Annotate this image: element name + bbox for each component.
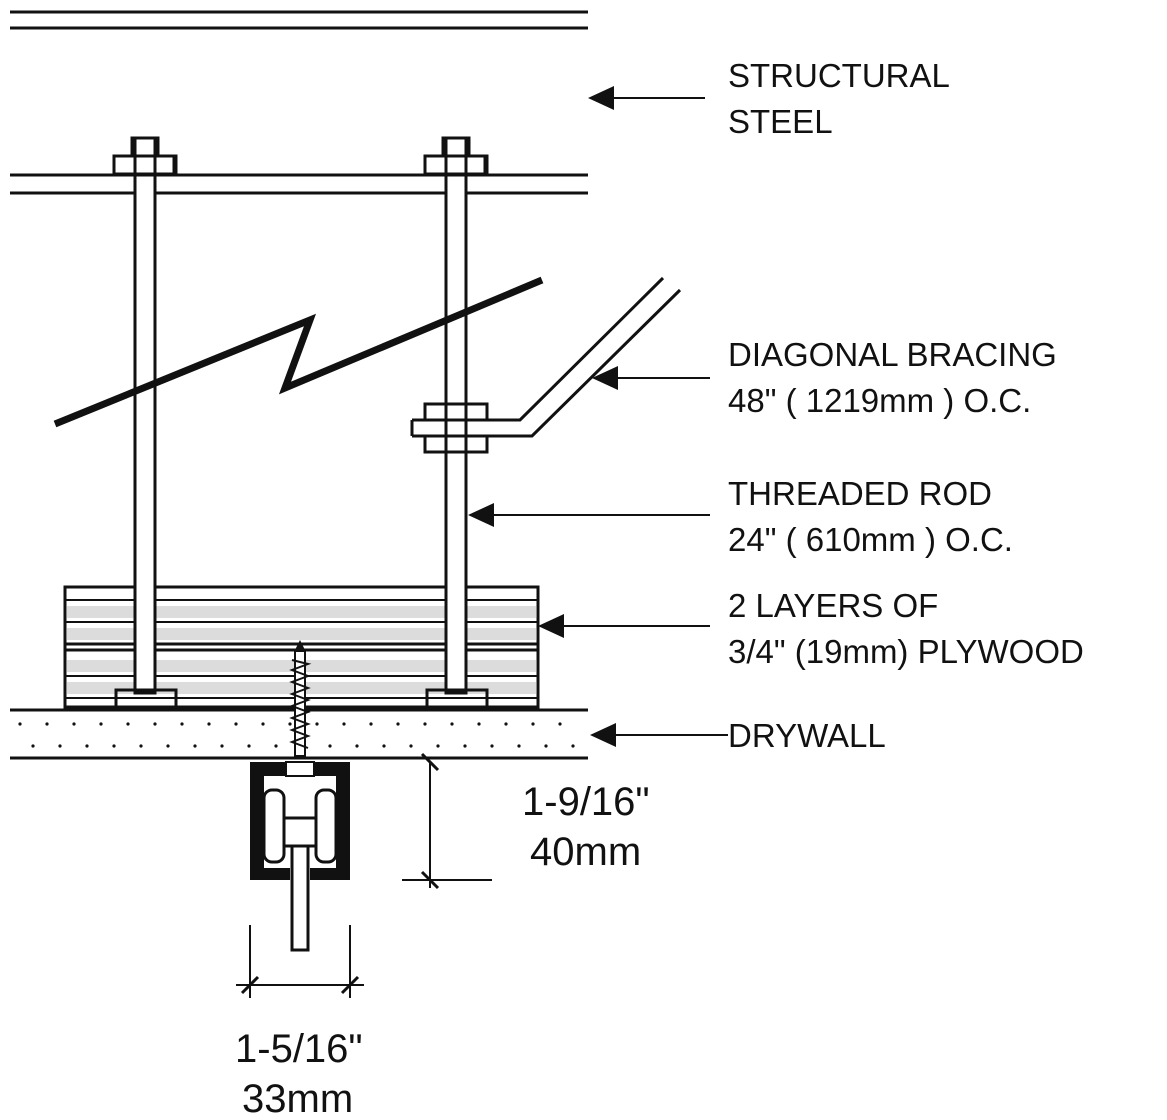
label-threaded-rod-2: 24" ( 610mm ) O.C. bbox=[728, 521, 1013, 558]
drywall-dot bbox=[463, 744, 467, 748]
drywall-dot bbox=[58, 744, 62, 748]
drywall-dot bbox=[180, 722, 184, 726]
drywall-dot bbox=[490, 744, 494, 748]
threaded-rod-right bbox=[444, 136, 468, 695]
drywall-dot bbox=[315, 722, 319, 726]
label-threaded-rod-1: THREADED ROD bbox=[728, 475, 992, 512]
drywall-dot bbox=[409, 744, 413, 748]
drywall-dot bbox=[85, 744, 89, 748]
drywall-panel bbox=[10, 708, 588, 760]
drywall-dot bbox=[126, 722, 130, 726]
leader-threaded-rod bbox=[468, 503, 710, 527]
drywall-texture bbox=[18, 722, 575, 748]
drywall-dot bbox=[355, 744, 359, 748]
drywall-dot bbox=[531, 722, 535, 726]
dim-track-width-imperial: 1-5/16" bbox=[235, 1027, 363, 1071]
dimension-track-height bbox=[402, 752, 492, 890]
drywall-dot bbox=[45, 722, 49, 726]
threaded-rod-left bbox=[133, 136, 157, 695]
drywall-dot bbox=[234, 722, 238, 726]
drywall-dot bbox=[423, 722, 427, 726]
drywall-dot bbox=[450, 722, 454, 726]
label-diagonal-bracing-1: DIAGONAL BRACING bbox=[728, 336, 1057, 373]
break-line bbox=[53, 276, 544, 428]
drywall-dot bbox=[247, 744, 251, 748]
label-structural-steel-1: STRUCTURAL bbox=[728, 57, 950, 94]
label-drywall: DRYWALL bbox=[728, 717, 886, 754]
label-structural-steel-2: STEEL bbox=[728, 103, 833, 140]
dim-track-height-imperial: 1-9/16" bbox=[522, 780, 650, 824]
drywall-dot bbox=[193, 744, 197, 748]
drywall-dot bbox=[396, 722, 400, 726]
drywall-dot bbox=[261, 722, 265, 726]
drywall-dot bbox=[31, 744, 35, 748]
drywall-dot bbox=[436, 744, 440, 748]
drywall-dot bbox=[288, 722, 292, 726]
drywall-dot bbox=[112, 744, 116, 748]
drywall-dot bbox=[139, 744, 143, 748]
drywall-dot bbox=[571, 744, 575, 748]
drywall-dot bbox=[504, 722, 508, 726]
top-nuts-overlay bbox=[10, 136, 588, 177]
label-plywood-1: 2 LAYERS OF bbox=[728, 587, 938, 624]
drywall-dot bbox=[517, 744, 521, 748]
drywall-dot bbox=[342, 722, 346, 726]
drywall-dot bbox=[220, 744, 224, 748]
dimension-track-width bbox=[236, 925, 364, 998]
label-diagonal-bracing-2: 48" ( 1219mm ) O.C. bbox=[728, 382, 1031, 419]
drywall-dot bbox=[99, 722, 103, 726]
leader-diagonal-bracing bbox=[592, 366, 710, 390]
leader-drywall bbox=[590, 723, 728, 747]
label-plywood-2: 3/4" (19mm) PLYWOOD bbox=[728, 633, 1084, 670]
dim-track-width-metric: 33mm bbox=[242, 1077, 353, 1120]
dim-track-height-metric: 40mm bbox=[530, 830, 641, 874]
drywall-dot bbox=[72, 722, 76, 726]
drywall-dot bbox=[153, 722, 157, 726]
drywall-dot bbox=[369, 722, 373, 726]
drywall-dot bbox=[207, 722, 211, 726]
screw bbox=[289, 640, 312, 757]
leader-structural-steel bbox=[588, 86, 705, 110]
drywall-dot bbox=[328, 744, 332, 748]
leader-plywood bbox=[538, 614, 710, 638]
drywall-dot bbox=[274, 744, 278, 748]
bottom-washer-right bbox=[425, 688, 489, 710]
drywall-dot bbox=[382, 744, 386, 748]
drywall-dot bbox=[477, 722, 481, 726]
drywall-dot bbox=[166, 744, 170, 748]
structural-steel-beam bbox=[10, 10, 588, 30]
drywall-dot bbox=[544, 744, 548, 748]
drywall-dot bbox=[18, 722, 22, 726]
diagonal-bracing bbox=[410, 276, 682, 454]
track-trolley bbox=[262, 788, 338, 952]
bottom-washer-left bbox=[114, 688, 178, 710]
support-channel bbox=[10, 173, 588, 195]
drywall-dot bbox=[558, 722, 562, 726]
